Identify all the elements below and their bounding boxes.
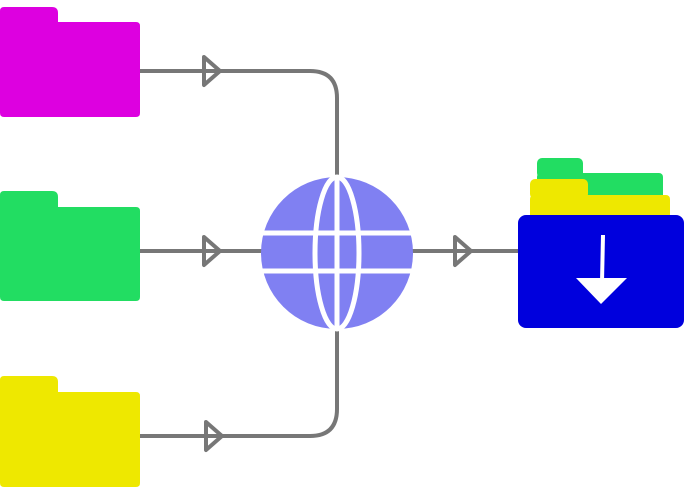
download-arrow-icon [576,234,627,304]
folder-icon-green [0,191,140,301]
arrowhead-output [453,235,473,267]
arrowhead-bottom [204,420,224,452]
download-folder-icon [518,158,684,328]
arrowhead-top [202,55,222,87]
connector-bottom [140,328,339,438]
arrowhead-middle [202,235,222,267]
folder-icon-yellow [0,376,140,487]
connector-top [140,69,339,180]
folder-icon-magenta [0,7,140,117]
connectors [140,55,518,452]
globe-icon [261,174,413,332]
